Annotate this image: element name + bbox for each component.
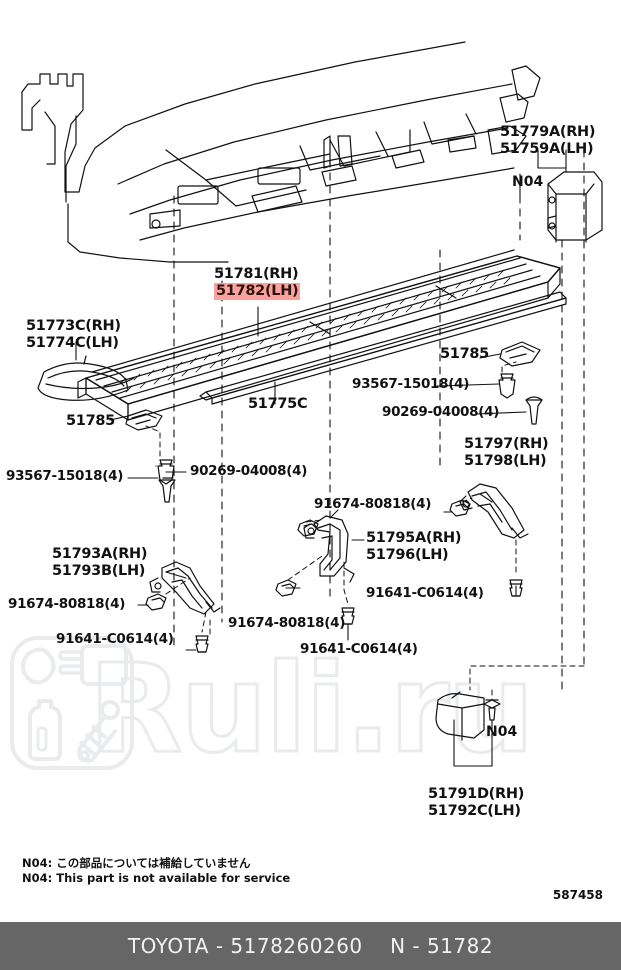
label-upper-bracket-rh: 51779A(RH): [500, 124, 596, 140]
label-running-board-rh: 51781(RH): [214, 266, 299, 282]
label-nut-front: 91674-80818(4): [8, 596, 126, 612]
legend-line-ja: N04: この部品については補給していません: [22, 856, 251, 870]
legend-block: N04: この部品については補給していません N04: This part is…: [22, 856, 290, 886]
label-nut-mid-low: 91674-80818(4): [228, 615, 346, 631]
running-board-part: [77, 249, 561, 421]
leader-lines: [75, 149, 567, 767]
body-side-panel-outline: [21, 41, 541, 263]
label-n04-bottom: N04: [486, 724, 518, 740]
label-bolt-right: 91641-C0614(4): [366, 585, 484, 601]
label-front-bracket-lh: 51793B(LH): [52, 563, 146, 579]
label-bolt-center: 91641-C0614(4): [300, 641, 418, 657]
end-cap-left-part: [37, 355, 135, 401]
footer-part-reference: TOYOTA - 5178260260 N - 51782: [127, 934, 494, 958]
projection-lines: [173, 149, 585, 691]
label-bottom-end-cap-rh: 51791D(RH): [428, 786, 525, 802]
footer-bar: TOYOTA - 5178260260 N - 51782: [0, 922, 621, 970]
rear-bracket-part: [459, 483, 529, 539]
mid-bracket-part: [303, 515, 355, 583]
legend-line-en: N04: This part is not available for serv…: [22, 871, 291, 885]
upper-bracket-part: [547, 171, 603, 243]
label-n04-top: N04: [512, 174, 544, 190]
label-clip-bracket-right: 51785: [440, 346, 489, 362]
label-end-cap-rh: 51773C(RH): [26, 318, 121, 334]
clip-bracket-right-part: [499, 341, 541, 367]
label-mid-bracket-lh: 51796(LH): [366, 547, 449, 563]
label-bolt-left: 91641-C0614(4): [56, 631, 174, 647]
label-moulding-strip: 51775C: [248, 396, 308, 412]
front-bracket-part: [149, 561, 221, 615]
label-front-bracket-rh: 51793A(RH): [52, 546, 148, 562]
assembly-hint-lines: [145, 361, 585, 701]
clip-bracket-left-part: [125, 409, 163, 431]
label-nut-mid-top: 91674-80818(4): [314, 496, 432, 512]
label-screw-right: 93567-15018(4): [352, 376, 470, 392]
label-clip-bracket-left: 51785: [66, 413, 115, 429]
label-mid-bracket-rh: 51795A(RH): [366, 530, 462, 546]
label-end-cap-lh: 51774C(LH): [26, 335, 119, 351]
bottom-end-cap-part: [435, 691, 485, 741]
label-clip-right-2: 90269-04008(4): [382, 404, 500, 420]
label-clip-left-2: 90269-04008(4): [190, 463, 308, 479]
label-running-board-lh: 51782(LH): [214, 283, 301, 300]
label-upper-bracket-lh: 51759A(LH): [500, 141, 594, 157]
diagram-canvas: [21, 41, 603, 767]
label-bottom-end-cap-lh: 51792C(LH): [428, 803, 521, 819]
diagram-number: 587458: [552, 888, 603, 902]
moulding-strip-part: [199, 291, 567, 405]
fastener-shapes: [145, 373, 543, 721]
label-rear-bracket-rh: 51797(RH): [464, 436, 549, 452]
label-rear-bracket-lh: 51798(LH): [464, 453, 547, 469]
label-screw-left: 93567-15018(4): [6, 468, 124, 484]
highlight-badge: 51782(LH): [214, 283, 301, 300]
